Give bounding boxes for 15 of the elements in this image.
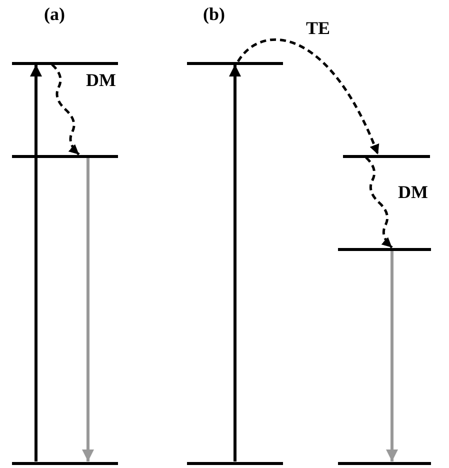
energy-level-line: [12, 462, 118, 464]
energy-level-line: [343, 154, 430, 158]
energy-level-line: [187, 62, 283, 64]
arrow: [30, 64, 42, 462]
energy-level-line: [12, 62, 118, 64]
energy-level-line: [12, 154, 118, 158]
arrow: [82, 158, 94, 462]
dashed-arrow: [365, 156, 393, 248]
energy-level-line: [338, 462, 431, 464]
dashed-arrow: [51, 64, 80, 156]
arrow: [229, 64, 241, 462]
energy-level-line: [338, 248, 431, 250]
dashed-arrow: [237, 38, 380, 155]
energy-level-line: [187, 462, 283, 464]
arrow: [386, 250, 398, 462]
